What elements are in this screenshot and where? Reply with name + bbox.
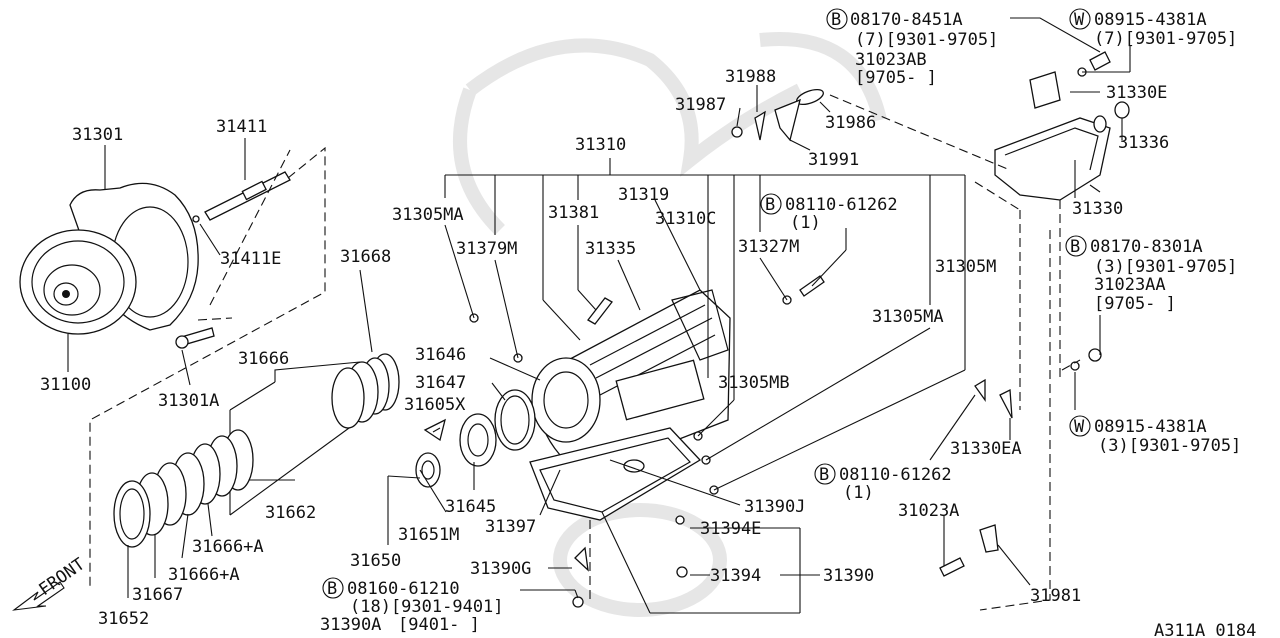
callout-b5-number: 08160-61210 <box>347 579 460 599</box>
part-label-31988: 31988 <box>725 67 776 87</box>
callout-b2-number: 08110-61262 <box>785 195 898 215</box>
part-label-31327m: 31327M <box>738 237 799 257</box>
callout-w1: W 08915-4381A (7)[9301-9705] <box>1069 8 1237 49</box>
part-label-31390g: 31390G <box>470 559 531 579</box>
diagram-id-code: A311A 0184 <box>1154 621 1256 638</box>
part-label-31394e: 31394E <box>700 519 761 539</box>
torque-converter-group <box>19 138 326 590</box>
callout-b2-circle: B <box>765 195 775 215</box>
callout-b5-alt-part: 31390A <box>320 615 381 635</box>
part-label-31390j: 31390J <box>744 497 805 517</box>
callout-w1-number: 08915-4381A <box>1094 10 1207 30</box>
part-label-31646: 31646 <box>415 345 466 365</box>
callout-w2-qty: (3)[9301-9705] <box>1098 436 1241 456</box>
part-label-31381: 31381 <box>548 203 599 223</box>
callout-w1-qty: (7)[9301-9705] <box>1094 29 1237 49</box>
part-label-31335: 31335 <box>585 239 636 259</box>
part-label-31662: 31662 <box>265 503 316 523</box>
front-label: FRONT <box>35 554 88 600</box>
watermark-emblem <box>453 32 887 617</box>
part-label-31319: 31319 <box>618 185 669 205</box>
callout-b3: B 08170-8301A (3)[9301-9705] 31023AA [97… <box>1065 235 1237 314</box>
part-label-31330: 31330 <box>1072 199 1123 219</box>
callout-b5: B 08160-61210 (18)[9301-9401] 31390A [94… <box>320 577 504 635</box>
callout-b5-alt-range: [9401- ] <box>398 615 480 635</box>
part-label-31305m: 31305M <box>935 257 996 277</box>
part-label-31605x: 31605X <box>404 395 466 415</box>
part-label-31301a: 31301A <box>158 391 219 411</box>
callout-b1: B 08170-8451A (7)[9301-9705] 31023AB [97… <box>826 8 998 88</box>
rear-extension-group <box>731 17 1131 611</box>
callout-b4-number: 08110-61262 <box>839 465 952 485</box>
part-label-31647: 31647 <box>415 373 466 393</box>
part-label-31650: 31650 <box>350 551 401 571</box>
callout-b3-number: 08170-8301A <box>1090 237 1203 257</box>
callout-b1-number: 08170-8451A <box>850 10 963 30</box>
part-label-31666a-2: 31666+A <box>168 565 240 585</box>
callout-b3-circle: B <box>1070 237 1080 257</box>
part-label-31305ma-2: 31305MA <box>872 307 944 327</box>
part-label-31305ma-1: 31305MA <box>392 205 464 225</box>
callout-b3-qty: (3)[9301-9705] <box>1094 257 1237 277</box>
part-label-31651m: 31651M <box>398 525 459 545</box>
callout-b1-alt-part: 31023AB <box>855 50 927 70</box>
part-label-31100: 31100 <box>40 375 91 395</box>
callout-b2: B 08110-61262 (1) <box>760 193 898 233</box>
transmission-case-group <box>387 158 966 614</box>
part-label-31023a: 31023A <box>898 501 959 521</box>
part-label-31394: 31394 <box>710 566 761 586</box>
callout-w2-number: 08915-4381A <box>1094 417 1207 437</box>
callout-b3-alt-part: 31023AA <box>1094 275 1166 295</box>
callout-b3-alt-range: [9705- ] <box>1094 294 1176 314</box>
part-label-31987: 31987 <box>675 95 726 115</box>
callout-w1-circle: W <box>1074 10 1085 30</box>
clutch-pack-group <box>12 269 400 611</box>
part-label-31652: 31652 <box>98 609 149 629</box>
callout-b1-qty: (7)[9301-9705] <box>855 30 998 50</box>
callout-b1-alt-range: [9705- ] <box>855 68 937 88</box>
part-label-31666a-1: 31666+A <box>192 537 264 557</box>
part-label-31310c: 31310C <box>655 209 716 229</box>
part-label-31301: 31301 <box>72 125 123 145</box>
part-label-31981: 31981 <box>1030 586 1081 606</box>
callout-b5-circle: B <box>327 579 337 599</box>
part-label-31390: 31390 <box>823 566 874 586</box>
part-label-31986: 31986 <box>825 113 876 133</box>
callout-w2: W 08915-4381A (3)[9301-9705] <box>1069 415 1241 456</box>
part-label-31645: 31645 <box>445 497 496 517</box>
part-label-31667: 31667 <box>132 585 183 605</box>
callout-w2-circle: W <box>1074 417 1085 437</box>
callout-b2-qty: (1) <box>790 213 821 233</box>
callout-b4-qty: (1) <box>843 483 874 503</box>
part-label-31991: 31991 <box>808 150 859 170</box>
callout-b5-qty: (18)[9301-9401] <box>350 597 504 617</box>
part-label-31379m: 31379M <box>456 239 517 259</box>
part-label-31330ea: 31330EA <box>950 439 1022 459</box>
part-label-31666: 31666 <box>238 349 289 369</box>
callout-b4-circle: B <box>819 465 829 485</box>
part-label-31336: 31336 <box>1118 133 1169 153</box>
part-label-31668: 31668 <box>340 247 391 267</box>
part-label-31411: 31411 <box>216 117 267 137</box>
part-label-31310: 31310 <box>575 135 626 155</box>
callout-b4: B 08110-61262 (1) <box>814 463 952 503</box>
part-number-labels: 31301 31411 31411E 31100 31301A 31668 31… <box>35 67 1256 638</box>
part-label-31305mb: 31305MB <box>718 373 790 393</box>
part-label-31397: 31397 <box>485 517 536 537</box>
part-label-31411e: 31411E <box>220 249 281 269</box>
callout-b1-circle: B <box>831 10 841 30</box>
part-label-31330e: 31330E <box>1106 83 1167 103</box>
